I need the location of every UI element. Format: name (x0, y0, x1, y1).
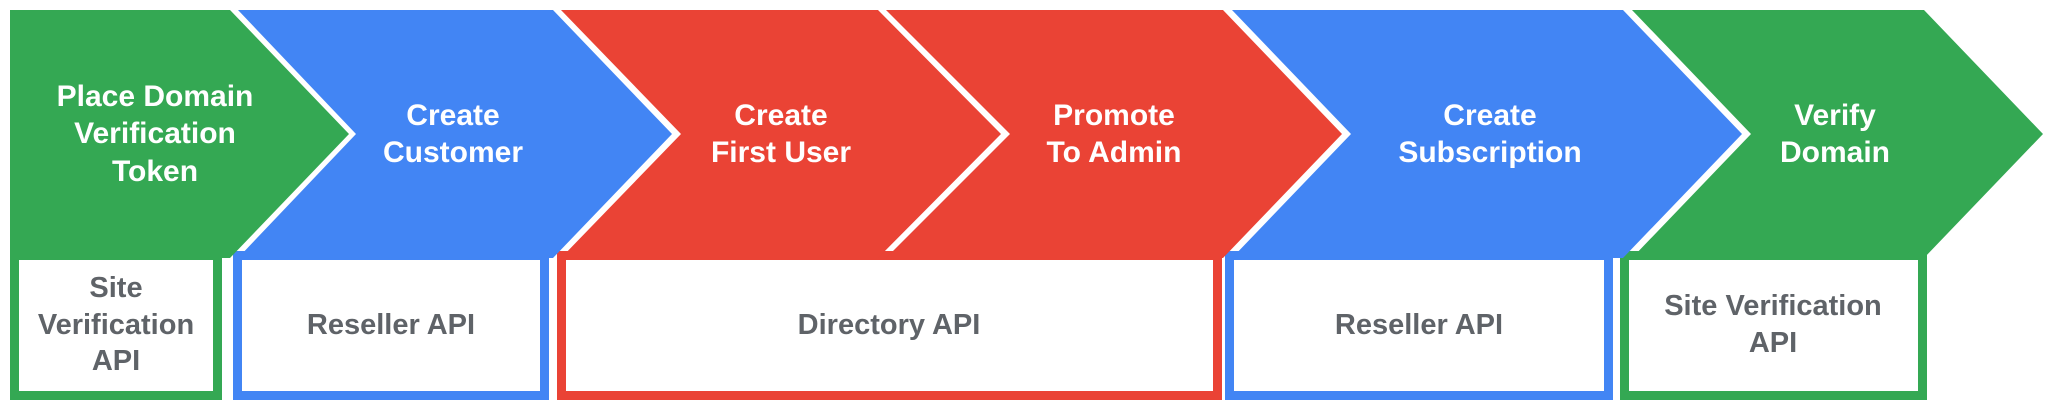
api-box-reseller-2 (1225, 251, 1613, 400)
chevron-create-first-user (561, 10, 1001, 258)
chevron-create-subscription (1232, 10, 1742, 258)
api-box-directory (557, 251, 1222, 400)
api-box-layer (10, 251, 1927, 400)
api-box-site-verification-1 (10, 251, 222, 400)
chevron-create-customer (238, 10, 672, 258)
chevron-promote-to-admin (886, 10, 1342, 258)
chevron-place-domain-verification-token (10, 10, 349, 258)
api-box-reseller-1 (233, 251, 549, 400)
api-box-site-verification-2 (1620, 251, 1927, 400)
chevron-verify-domain (1632, 10, 2043, 258)
chevron-layer (10, 10, 2043, 258)
